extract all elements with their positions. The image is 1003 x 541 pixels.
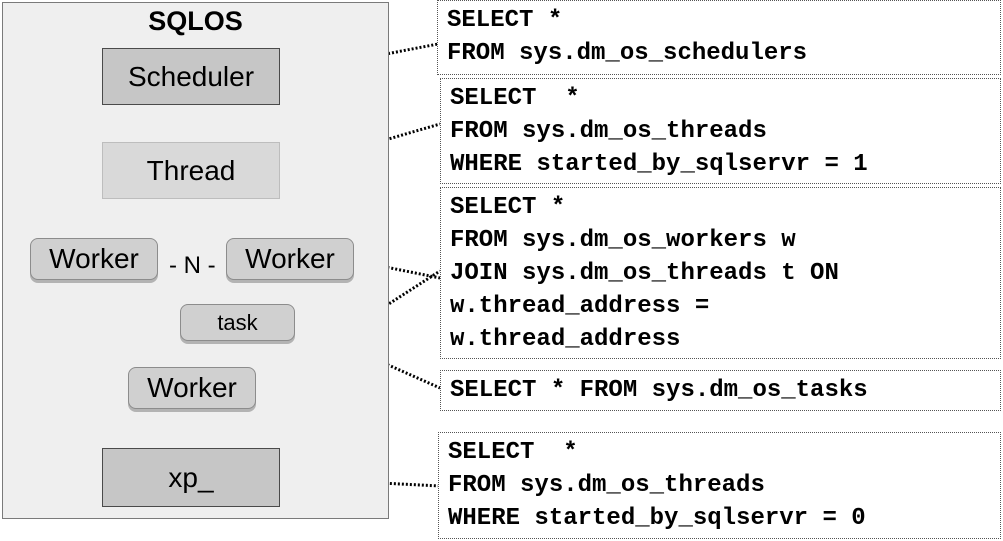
schedulers-query-box: SELECT * FROM sys.dm_os_schedulers <box>437 0 1001 75</box>
task-node: task <box>180 304 295 341</box>
query-line: WHERE started_by_sqlservr = 1 <box>450 151 868 178</box>
thread-query-connector <box>281 122 441 172</box>
query-line: FROM sys.dm_os_threads <box>450 118 767 145</box>
xp-node: xp_ <box>102 448 280 507</box>
workers-query-box: SELECT * FROM sys.dm_os_workers w JOIN sys… <box>440 187 1001 359</box>
worker-count-separator: - N - <box>169 252 216 279</box>
query-line: SELECT * FROM sys.dm_os_tasks <box>450 377 868 404</box>
worker-right-node: Worker <box>226 238 354 280</box>
worker-bottom-node: Worker <box>128 367 256 409</box>
query-line: FROM sys.dm_os_workers w <box>450 227 796 254</box>
scheduler-query-connector <box>281 42 439 76</box>
query-line: w.thread_address <box>450 326 681 353</box>
query-line: FROM sys.dm_os_threads <box>448 472 765 499</box>
tasks-query-box: SELECT * FROM sys.dm_os_tasks <box>440 370 1001 411</box>
query-line: SELECT * <box>447 7 563 34</box>
query-line: SELECT * <box>450 194 566 221</box>
worker-left-node: Worker <box>30 238 158 280</box>
query-line: JOIN sys.dm_os_threads t ON <box>450 260 839 287</box>
thread-node: Thread <box>102 142 280 199</box>
query-line: SELECT * <box>448 439 578 466</box>
query-line: FROM sys.dm_os_schedulers <box>447 40 808 67</box>
query-line: WHERE started_by_sqlservr = 0 <box>448 505 866 532</box>
scheduler-node: Scheduler <box>102 48 280 105</box>
sqlos-title: SQLOS <box>148 6 243 36</box>
query-line: SELECT * <box>450 85 580 112</box>
query-line: w.thread_address = <box>450 293 710 320</box>
